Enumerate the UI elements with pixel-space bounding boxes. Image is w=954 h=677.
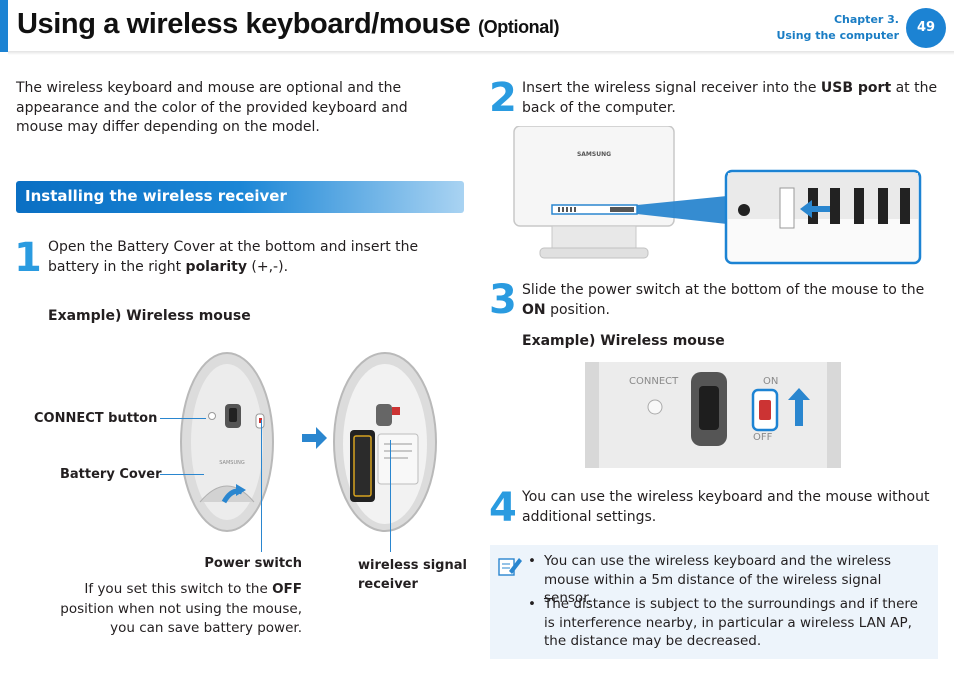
step-1-text-b: (+,-). — [246, 258, 289, 275]
note-item-2: The distance is subject to the surroundi… — [544, 596, 918, 649]
connect-print-label: CONNECT — [629, 376, 679, 387]
step-2-text-b: at the back of the computer. — [522, 80, 938, 116]
step-2-text: Insert the wireless signal receiver into… — [522, 79, 938, 118]
mouse-open-icon — [333, 352, 437, 532]
battery-cover-label: Battery Cover — [60, 467, 162, 482]
mouse-closed-icon: SAMSUNG — [180, 352, 274, 532]
step-3-text-bold: ON — [522, 301, 546, 318]
section-header-bar — [16, 181, 464, 213]
power-note-b: position when not using the mouse, you c… — [60, 600, 302, 637]
arrow-right-icon — [302, 427, 327, 449]
step-2-text-bold: USB port — [820, 80, 892, 96]
step-1-example-label: Example) Wireless mouse — [48, 308, 251, 324]
receiver-leader-line — [390, 440, 391, 552]
intro-paragraph: The wireless keyboard and mouse are opti… — [16, 80, 408, 135]
arrow-up-icon — [788, 388, 810, 426]
power-leader-line — [261, 420, 262, 552]
step-3-example-label: Example) Wireless mouse — [522, 333, 725, 349]
chapter-title: Using the computer — [776, 29, 899, 42]
page-title-suffix: (Optional) — [478, 17, 560, 37]
page-title: Using a wireless keyboard/mouse (Optiona… — [17, 8, 559, 41]
zoom-connector — [637, 196, 727, 224]
computer-back-illustration: SAMSUNG — [513, 126, 922, 265]
step-4-number: 4 — [489, 485, 517, 531]
step-2-number: 2 — [489, 75, 517, 121]
mouse-bottom-illustration: SAMSUNG — [180, 352, 437, 532]
note-bullet-1: • — [528, 553, 536, 569]
mouse-brand-label: SAMSUNG — [219, 460, 245, 466]
step-3-text-a: Slide the power switch at the bottom of … — [522, 282, 925, 298]
section-title: Installing the wireless receiver — [25, 187, 287, 205]
power-switch-note: If you set this switch to the OFF positi… — [32, 580, 302, 639]
connect-button-label: CONNECT button — [34, 411, 158, 426]
step-1-text-bold: polarity — [185, 258, 247, 275]
page-title-text: Using a wireless keyboard/mouse — [17, 8, 471, 40]
chapter-number: Chapter 3. — [833, 13, 899, 26]
step-4-text: You can use the wireless keyboard and th… — [522, 489, 930, 525]
wireless-receiver-label-b: receiver — [358, 577, 418, 592]
note-pencil-icon — [498, 558, 522, 576]
header-divider — [8, 51, 954, 55]
note-bullet-2: • — [528, 596, 536, 612]
note-box — [490, 545, 938, 659]
header-accent-bar — [0, 0, 8, 52]
note-item-1: You can use the wireless keyboard and th… — [544, 553, 892, 606]
step-3-number: 3 — [489, 277, 517, 323]
step-3-text: Slide the power switch at the bottom of … — [522, 281, 938, 320]
power-switch-illustration: CONNECT ON OFF — [585, 362, 841, 468]
step-3-text-b: position. — [545, 301, 610, 318]
off-print-label: OFF — [753, 432, 773, 443]
connect-leader-line — [160, 418, 206, 419]
chapter-label: Chapter 3. Using the computer — [776, 12, 899, 44]
power-switch-label: Power switch — [204, 556, 302, 571]
wireless-receiver-label: wireless signal receiver — [358, 556, 467, 594]
computer-monitor-icon: SAMSUNG — [513, 126, 675, 259]
wireless-receiver-label-a: wireless signal — [358, 558, 467, 573]
on-print-label: ON — [763, 376, 778, 387]
step-1-text: Open the Battery Cover at the bottom and… — [48, 238, 460, 277]
cover-leader-line — [160, 474, 204, 475]
power-note-a: If you set this switch to the — [84, 581, 273, 597]
page-number-badge: 49 — [906, 8, 946, 48]
step-2-text-a: Insert the wireless signal receiver into… — [522, 80, 821, 96]
power-note-bold: OFF — [272, 581, 302, 597]
computer-brand-label: SAMSUNG — [577, 151, 611, 158]
step-1-text-a: Open the Battery Cover at the bottom and… — [48, 239, 419, 275]
step-1-number: 1 — [14, 235, 42, 281]
usb-port-closeup-icon — [724, 169, 922, 265]
